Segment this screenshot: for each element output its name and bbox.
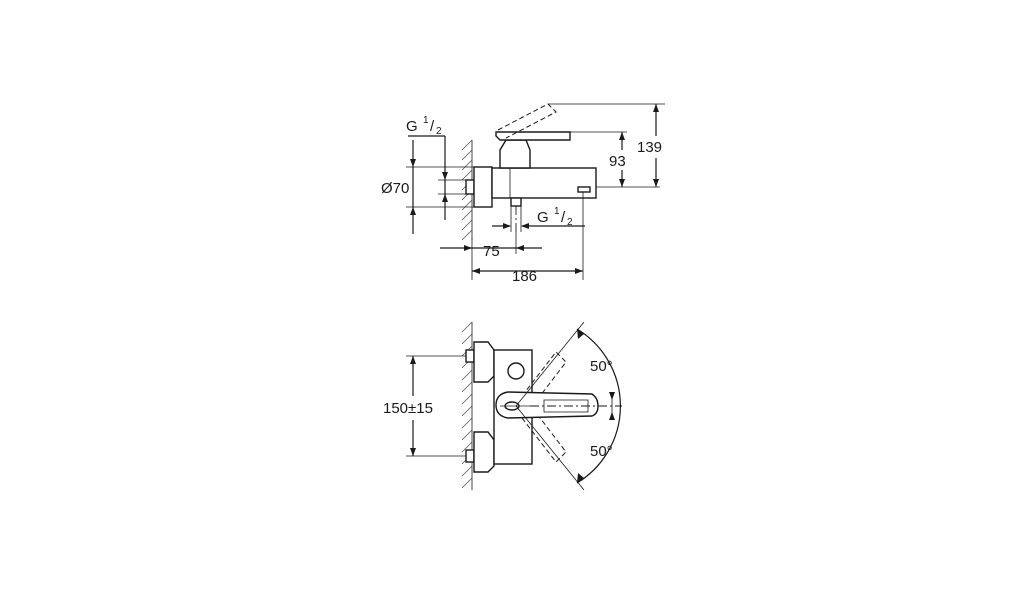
wall-hatching-top	[461, 321, 473, 490]
lower-nipple	[465, 449, 475, 463]
thread-top-den: 2	[436, 126, 442, 137]
lower-flange	[473, 431, 495, 473]
diameter-label: Ø70	[381, 180, 409, 197]
dim-186: 186	[472, 192, 584, 285]
lever-swing-upper	[521, 351, 567, 405]
thread-bottom-slash: /	[561, 209, 566, 226]
inlet-nipple	[465, 179, 475, 195]
dim-75-label: 75	[483, 243, 500, 260]
thread-top-slash: /	[430, 118, 435, 135]
upper-flange	[473, 341, 495, 383]
lever-handle	[495, 131, 571, 141]
dim-186-label: 186	[512, 268, 537, 285]
dim-75: 75	[440, 232, 542, 280]
thread-top-num: 1	[423, 115, 429, 126]
thread-bottom-num: 1	[554, 206, 560, 217]
bottom-outlet	[510, 197, 522, 207]
spout-nozzle	[577, 186, 591, 193]
dim-diameter: Ø70	[381, 140, 474, 234]
lever-swing-lower	[521, 409, 567, 463]
angle-upper-label: 50°	[590, 358, 613, 375]
dim-center-distance: 150±15	[383, 355, 466, 457]
dim-93-label: 93	[609, 153, 626, 170]
wall-flange	[473, 166, 493, 208]
swing-arc	[576, 328, 622, 484]
dim-139-label: 139	[637, 139, 662, 156]
lever-top	[495, 391, 599, 419]
angle-lower-label: 50°	[590, 443, 613, 460]
lever-raised-outline	[497, 103, 557, 139]
center-distance-label: 150±15	[383, 400, 433, 417]
thread-top-prefix: G	[406, 118, 418, 135]
thread-bottom-prefix: G	[537, 209, 549, 226]
lever-column	[499, 139, 531, 169]
dim-thread-bottom: G 1 / 2	[492, 206, 585, 232]
dim-139: 139	[548, 103, 665, 187]
thread-bottom-den: 2	[567, 217, 573, 228]
diverter-knob	[507, 362, 525, 380]
top-view: 50° 50° 150±15	[383, 321, 622, 491]
dim-thread-top: G 1 / 2	[406, 115, 466, 220]
dim-93: 93	[570, 131, 660, 188]
side-view: G 1 / 2 Ø70 G 1 / 2	[381, 103, 665, 285]
mixer-body	[491, 167, 597, 199]
upper-nipple	[465, 349, 475, 363]
